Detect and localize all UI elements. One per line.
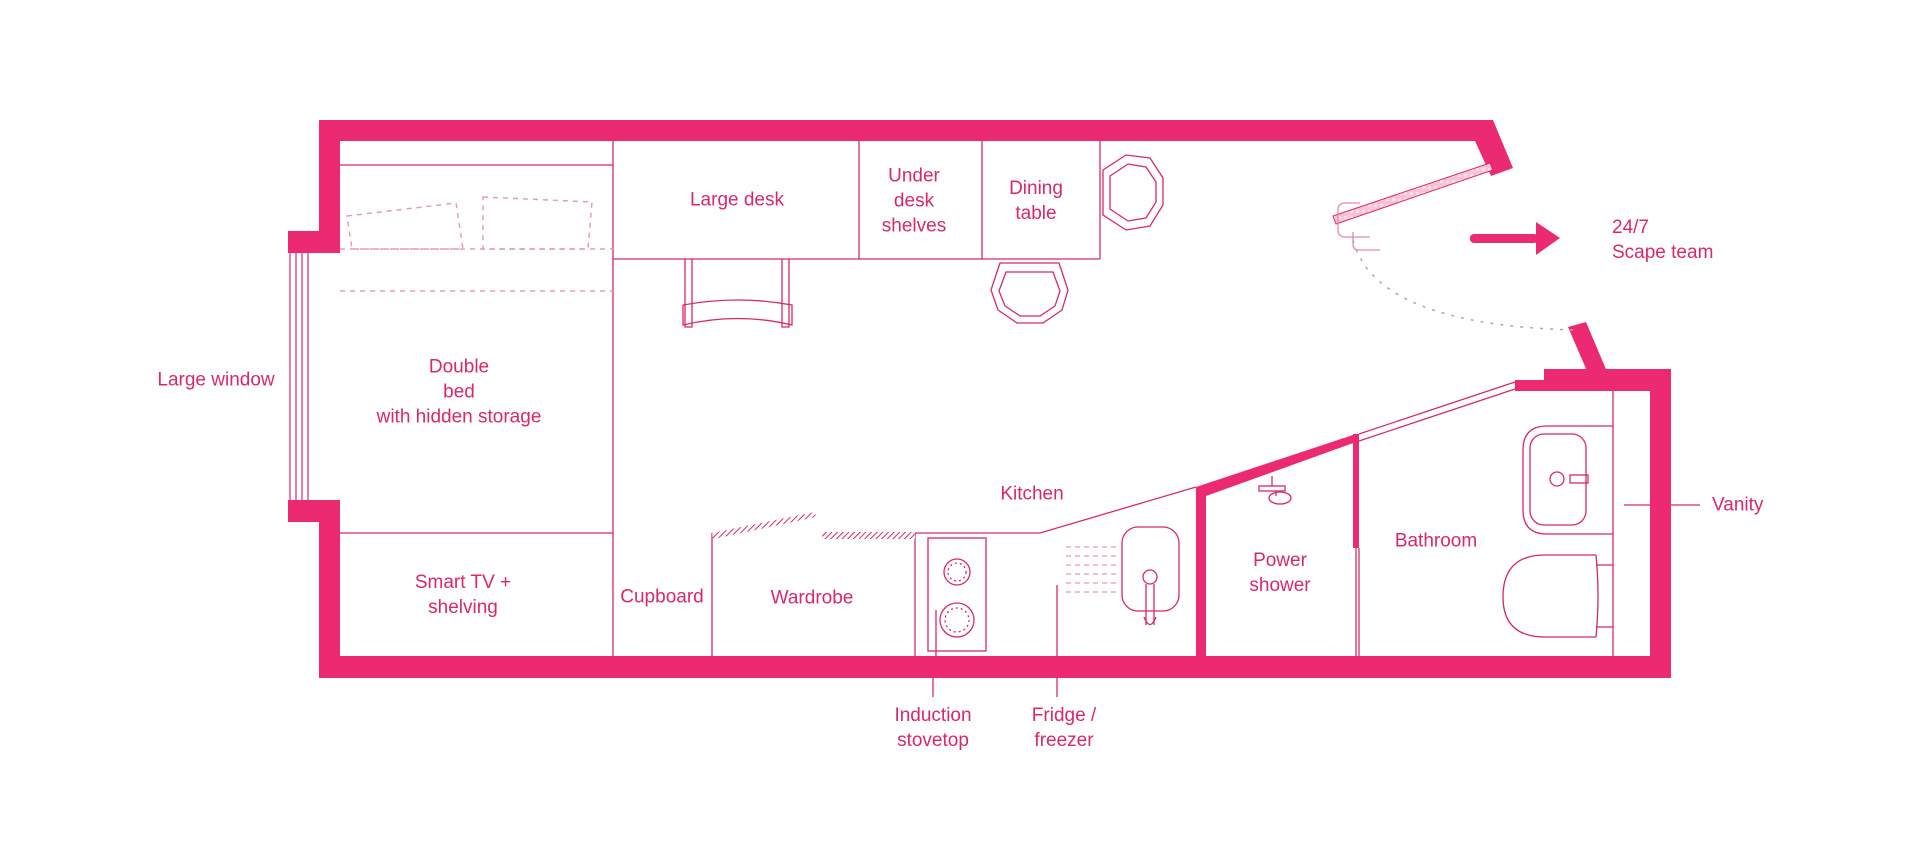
wardrobe-doors bbox=[712, 512, 915, 539]
shower-head-icon bbox=[1258, 476, 1292, 505]
furniture-outlines bbox=[340, 141, 1700, 697]
label-power-shower: Power shower bbox=[1249, 550, 1311, 596]
label-smart-tv: Smart TV + shelving bbox=[414, 572, 512, 618]
stovetop-burner-icon bbox=[939, 558, 975, 638]
label-under-desk-shelves: Under desk shelves bbox=[881, 165, 947, 237]
label-wardrobe: Wardrobe bbox=[770, 587, 854, 609]
label-bathroom: Bathroom bbox=[1394, 530, 1478, 552]
label-large-window: Large window bbox=[157, 369, 275, 391]
label-induction-stovetop: Induction stovetop bbox=[894, 705, 972, 751]
label-dining-table: Dining table bbox=[1009, 178, 1063, 224]
kitchen-sink-icon bbox=[1066, 526, 1180, 626]
toilet-icon bbox=[1502, 554, 1613, 638]
label-fridge-freezer: Fridge / freezer bbox=[1031, 705, 1097, 751]
label-kitchen: Kitchen bbox=[1000, 483, 1064, 505]
sink-icon bbox=[1522, 425, 1613, 535]
outer-walls bbox=[288, 120, 1671, 678]
label-large-desk: Large desk bbox=[689, 189, 785, 211]
chair-icon bbox=[682, 154, 1164, 328]
label-cupboard: Cupboard bbox=[620, 586, 704, 608]
label-scape-team: 24/7 Scape team bbox=[1612, 217, 1714, 263]
label-double-bed: Double bed with hidden storage bbox=[376, 356, 542, 428]
bed-pillows bbox=[340, 196, 613, 292]
door-swing-icon bbox=[1332, 162, 1576, 331]
label-vanity: Vanity bbox=[1712, 494, 1764, 516]
large-window bbox=[289, 253, 309, 500]
arrow-right-icon bbox=[1470, 222, 1560, 255]
